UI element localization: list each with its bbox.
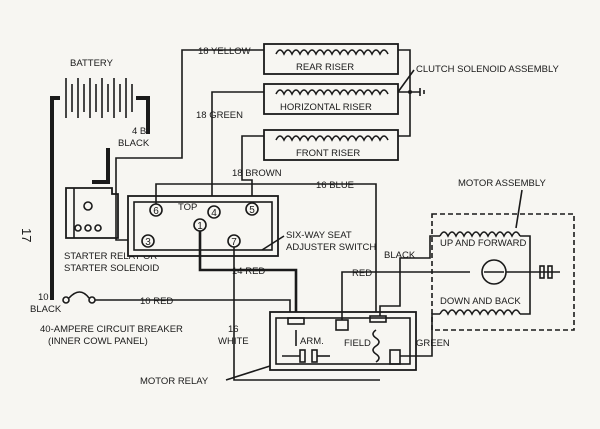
- svg-text:4: 4: [211, 208, 217, 219]
- breaker-label-2: (INNER COWL PANEL): [48, 336, 148, 347]
- wire-18-brown: 18 BROWN: [232, 168, 282, 179]
- rear-riser-solenoid: [263, 43, 399, 75]
- six-way-seat-switch: [127, 195, 279, 257]
- rear-riser-label: REAR RISER: [296, 62, 354, 73]
- switch-pin-5: 5: [245, 202, 259, 216]
- horizontal-riser-solenoid: [263, 83, 399, 115]
- page-number: 17: [19, 228, 34, 242]
- wire-10: 10: [38, 292, 49, 303]
- front-riser-solenoid: [263, 129, 399, 161]
- wire-18-yellow: 18 YELLOW: [198, 46, 251, 57]
- svg-text:7: 7: [231, 237, 237, 248]
- starter-relay: [65, 187, 119, 239]
- wire-red: RED: [352, 268, 372, 279]
- wire-10-black: BLACK: [30, 304, 62, 315]
- switch-pin-3: 3: [141, 234, 155, 248]
- front-riser-label: FRONT RISER: [296, 148, 360, 159]
- switch-label-1: SIX-WAY SEAT: [286, 230, 352, 241]
- wire-green: GREEN: [416, 338, 450, 349]
- starter-label-2: STARTER SOLENOID: [64, 263, 159, 274]
- relay-arm-label: ARM.: [300, 336, 324, 347]
- battery-label: BATTERY: [70, 58, 114, 69]
- motor-assembly: [431, 213, 575, 331]
- relay-field-label: FIELD: [344, 338, 371, 349]
- switch-top-label: TOP: [178, 202, 197, 213]
- wire-4b: 4 B: [132, 126, 146, 137]
- wire-18-green: 18 GREEN: [196, 110, 243, 121]
- wire-16-blue: 16 BLUE: [316, 180, 354, 191]
- horizontal-riser-label: HORIZONTAL RISER: [280, 102, 372, 113]
- svg-text:5: 5: [249, 205, 255, 216]
- switch-pin-4: 4: [207, 205, 221, 219]
- svg-text:6: 6: [153, 206, 159, 217]
- wire-4b-black: BLACK: [118, 138, 150, 149]
- down-back-label: DOWN AND BACK: [440, 296, 521, 307]
- motor-relay-label: MOTOR RELAY: [140, 376, 209, 387]
- wire-black: BLACK: [384, 250, 416, 261]
- wire-16: 16: [228, 324, 239, 335]
- wire-14-red: 14 RED: [232, 266, 265, 277]
- svg-text:3: 3: [145, 237, 151, 248]
- motor-assembly-label: MOTOR ASSEMBLY: [458, 178, 546, 189]
- wire-10-red: 10 RED: [140, 296, 173, 307]
- up-forward-label: UP AND FORWARD: [440, 238, 527, 249]
- clutch-solenoid-label: CLUTCH SOLENOID ASSEMBLY: [416, 64, 560, 75]
- circuit-breaker: [62, 291, 96, 304]
- switch-label-2: ADJUSTER SWITCH: [286, 242, 376, 253]
- battery-symbol: [65, 78, 133, 118]
- breaker-label-1: 40-AMPERE CIRCUIT BREAKER: [40, 324, 183, 335]
- starter-label-1: STARTER RELAY OR: [64, 251, 157, 262]
- svg-text:1: 1: [197, 221, 203, 232]
- motor-relay: [269, 311, 417, 371]
- wire-white: WHITE: [218, 336, 249, 347]
